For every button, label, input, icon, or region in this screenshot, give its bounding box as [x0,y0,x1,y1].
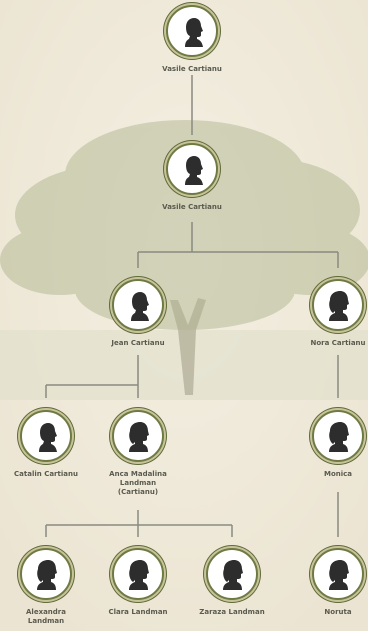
person-card-vasile-cartianu[interactable]: Vasile Cartianu [144,5,240,74]
portrait-frame [112,410,164,462]
female-silhouette-icon [329,560,349,590]
portrait-frame [20,410,72,462]
person-name: Nora Cartianu [310,339,366,347]
person-name: Catalin Cartianu [14,470,78,478]
person-card-zaraza-landman[interactable]: Zaraza Landman [184,548,280,617]
person-card-clara-landman[interactable]: Clara Landman [90,548,186,617]
person-card-anca-madalina-landman[interactable]: Anca Madalina Landman (Cartianu) [90,410,186,497]
person-card-alexandra-landman[interactable]: Alexandra Landman [0,548,94,626]
portrait-frame [20,548,72,600]
portrait-frame [206,548,258,600]
person-name: Zaraza Landman [199,608,265,616]
male-silhouette-icon [39,423,57,452]
person-name: Vasile Cartianu [162,65,222,73]
portrait-frame [312,548,364,600]
male-silhouette-icon [185,18,203,47]
person-name: Anca Madalina Landman (Cartianu) [109,470,167,496]
person-name: Jean Cartianu [111,339,165,347]
portrait-frame [166,143,218,195]
portrait-frame [312,410,364,462]
female-silhouette-icon [37,560,57,590]
male-silhouette-icon [131,292,149,321]
female-silhouette-icon [223,560,243,590]
female-silhouette-icon [129,560,149,590]
portrait-frame [312,279,364,331]
person-name: Vasile Cartianu [162,203,222,211]
person-card-jean-cartianu[interactable]: Jean Cartianu [90,279,186,348]
female-silhouette-icon [329,291,349,321]
person-card-catalin-cartianu[interactable]: Catalin Cartianu [0,410,94,479]
person-card-noruta[interactable]: Noruta [290,548,368,617]
person-name: Alexandra Landman [26,608,66,625]
male-silhouette-icon [185,156,203,185]
person-name: Noruta [324,608,352,616]
female-silhouette-icon [329,422,349,452]
portrait-frame [112,548,164,600]
portrait-frame [112,279,164,331]
female-silhouette-icon [129,422,149,452]
person-name: Monica [323,470,353,478]
person-card-monica[interactable]: Monica [290,410,368,479]
portrait-frame [166,5,218,57]
person-card-nora-cartianu[interactable]: Nora Cartianu [290,279,368,348]
person-name: Clara Landman [108,608,168,616]
person-card-vasile-cartianu[interactable]: Vasile Cartianu [144,143,240,212]
